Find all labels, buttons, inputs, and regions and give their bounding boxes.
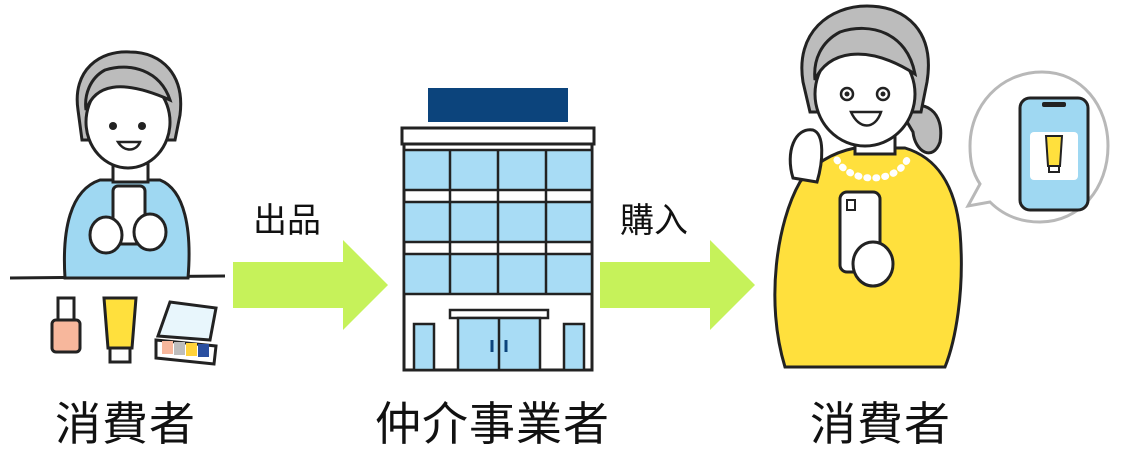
seller-illustration [9, 50, 226, 366]
arrow-right-icon [233, 240, 388, 330]
eyeshadow-palette-icon [154, 300, 218, 366]
buyer-caption: 消費者 [810, 397, 951, 451]
pearl-necklace [833, 156, 911, 182]
listing-label: 出品 [253, 201, 321, 241]
speech-bubble [965, 70, 1110, 224]
broker-building [400, 88, 596, 372]
sunscreen-tube-icon [1044, 135, 1064, 167]
nail-polish-icon [50, 296, 82, 354]
phone-screen-icon [1018, 96, 1090, 212]
purchase-label: 購入 [620, 201, 688, 241]
seller-caption: 消費者 [55, 397, 196, 451]
arrow-right-icon [600, 240, 755, 330]
broker-caption: 仲介事業者 [375, 397, 610, 451]
building-sign [428, 88, 568, 122]
sunscreen-tube-icon [102, 296, 138, 364]
buyer-illustration [773, 4, 963, 369]
